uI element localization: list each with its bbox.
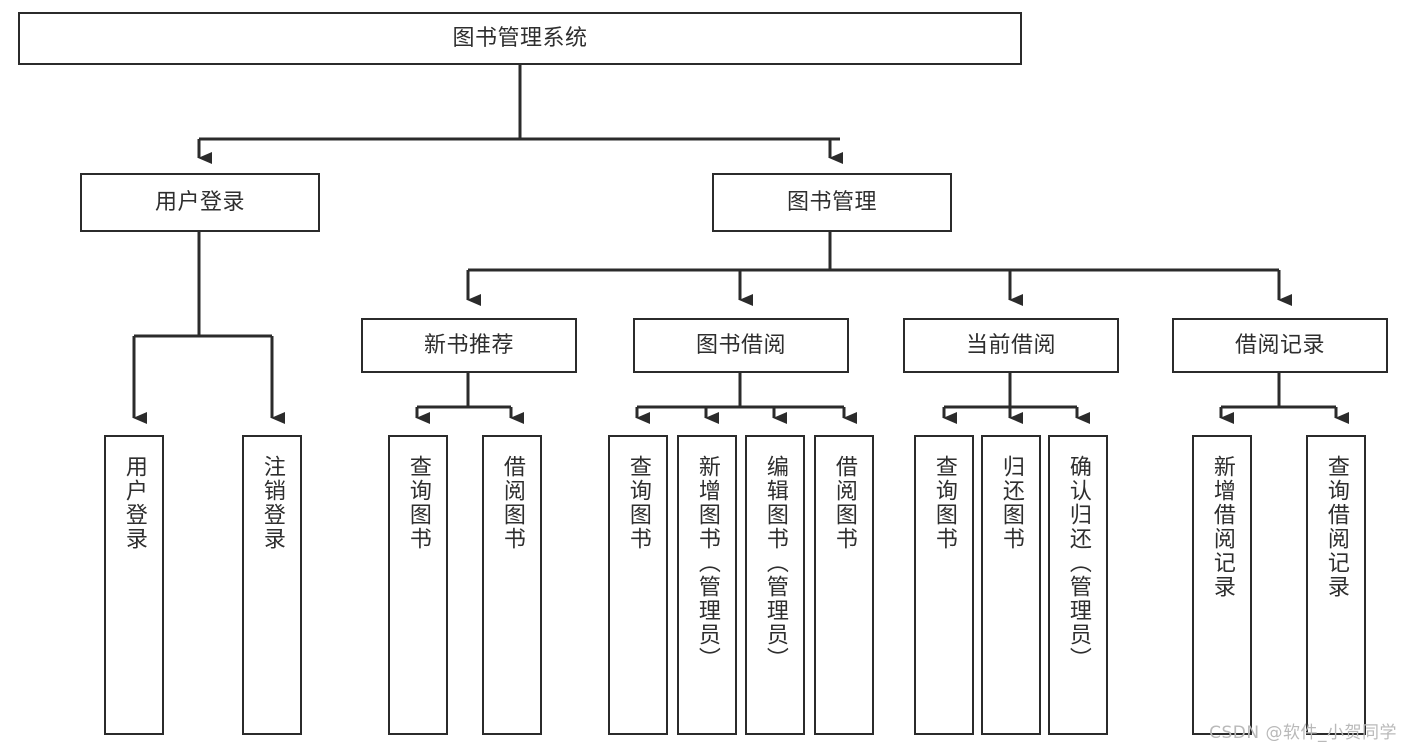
- node-root-system[interactable]: 图书管理系统: [18, 12, 1022, 65]
- node-label: 图书管理系统: [452, 25, 588, 51]
- leaf-record-query-record[interactable]: 查询借阅记录: [1306, 435, 1366, 735]
- node-label: 归还图书: [998, 455, 1024, 551]
- node-label: 图书借阅: [695, 332, 786, 358]
- node-new-book-recommend[interactable]: 新书推荐: [361, 318, 577, 373]
- node-label: 当前借阅: [965, 332, 1056, 358]
- node-label: 图书管理: [786, 189, 877, 215]
- node-book-management[interactable]: 图书管理: [712, 173, 952, 232]
- leaf-recommend-query-book[interactable]: 查询图书: [388, 435, 448, 735]
- node-label: 借阅图书: [499, 455, 525, 551]
- node-current-borrow[interactable]: 当前借阅: [903, 318, 1119, 373]
- node-label: 查询图书: [625, 455, 651, 551]
- leaf-borrow-borrow-book[interactable]: 借阅图书: [814, 435, 874, 735]
- node-label: 用户登录: [121, 455, 147, 551]
- node-borrow-record[interactable]: 借阅记录: [1172, 318, 1388, 373]
- node-label: 查询图书: [931, 455, 957, 551]
- node-label: 新增借阅记录: [1209, 455, 1235, 599]
- leaf-record-add-record[interactable]: 新增借阅记录: [1192, 435, 1252, 735]
- node-label: 编辑图书（管理员）: [762, 455, 788, 671]
- leaf-borrow-query-book[interactable]: 查询图书: [608, 435, 668, 735]
- leaf-borrow-edit-book-admin[interactable]: 编辑图书（管理员）: [745, 435, 805, 735]
- node-label: 借阅记录: [1234, 332, 1325, 358]
- node-label: 借阅图书: [831, 455, 857, 551]
- node-label: 注销登录: [259, 455, 285, 551]
- leaf-recommend-borrow-book[interactable]: 借阅图书: [482, 435, 542, 735]
- leaf-borrow-add-book-admin[interactable]: 新增图书（管理员）: [677, 435, 737, 735]
- leaf-current-query-book[interactable]: 查询图书: [914, 435, 974, 735]
- node-label: 查询借阅记录: [1323, 455, 1349, 599]
- leaf-user-login-login[interactable]: 用户登录: [104, 435, 164, 735]
- node-label: 新增图书（管理员）: [694, 455, 720, 671]
- csdn-watermark: CSDN @软件_小贺同学: [1209, 723, 1397, 743]
- leaf-current-return-book[interactable]: 归还图书: [981, 435, 1041, 735]
- node-label: 用户登录: [154, 189, 245, 215]
- leaf-current-confirm-return-admin[interactable]: 确认归还（管理员）: [1048, 435, 1108, 735]
- node-label: 新书推荐: [423, 332, 514, 358]
- node-label: 确认归还（管理员）: [1065, 455, 1091, 671]
- leaf-user-login-logout[interactable]: 注销登录: [242, 435, 302, 735]
- node-book-borrow[interactable]: 图书借阅: [633, 318, 849, 373]
- node-label: 查询图书: [405, 455, 431, 551]
- node-user-login[interactable]: 用户登录: [80, 173, 320, 232]
